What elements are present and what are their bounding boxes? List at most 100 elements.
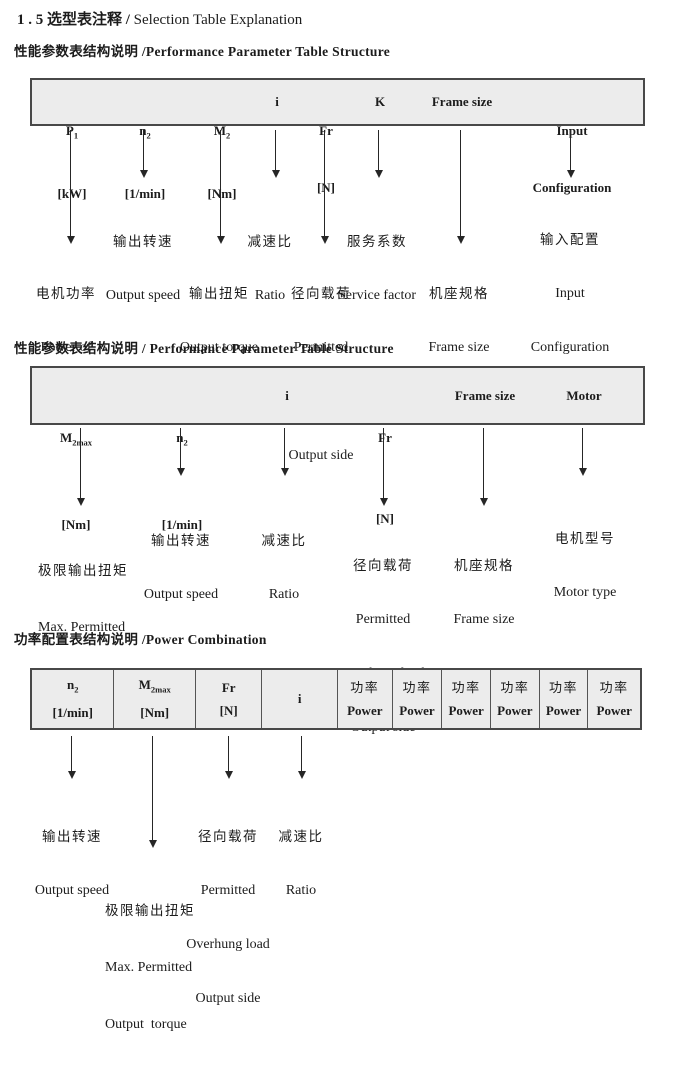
col-header-m2max-unit: [Nm] (140, 704, 170, 720)
callout-line-zh: 减速比 (278, 829, 324, 844)
section3-table: n2 [1/min] M2max [Nm] Fr [N] i 功率 Power … (30, 668, 642, 730)
callout-input-configuration: 输入配置 Input Configuration (531, 195, 610, 393)
arrow-m2max (76, 428, 85, 506)
col-header-power-4: 功率 Power (491, 670, 540, 728)
col-header-n2: n2 [1/min] (162, 370, 202, 592)
col-header-n2-symbol: n2 (162, 424, 202, 457)
callout-line-zh: 输出转速 (41, 829, 102, 844)
arrow-p1 (66, 130, 75, 244)
m2-symbol: M (214, 123, 226, 138)
n2-symbol: n (66, 677, 75, 693)
callout-line-en: Output side (195, 991, 261, 1006)
section1-heading: 性能参数表结构说明 /Performance Parameter Table S… (14, 44, 391, 59)
callout-line-zh: 输入配置 (539, 232, 600, 247)
arrow-m2max (148, 736, 157, 848)
arrow-n2 (176, 428, 185, 476)
col-header-power-2: 功率 Power (393, 670, 443, 728)
arrow-motor (578, 428, 587, 476)
col-header-p1-unit: [kW] (57, 185, 87, 201)
n2-subscript: 2 (183, 437, 188, 448)
col-header-n2: n2 [1/min] (125, 83, 165, 241)
power-label-zh: 功率 (599, 679, 629, 695)
callout-line-zh: 输出扭矩 (189, 286, 249, 301)
col-header-i: i (275, 94, 279, 109)
callout-overhung-load: 径向载荷 Permitted Overhung load Output side (341, 521, 425, 773)
col-header-fr-unit: [N] (219, 702, 238, 718)
col-header-fr: Fr [N] (375, 370, 395, 586)
input-config-line1: Input (556, 123, 588, 138)
m2max-symbol: M (138, 677, 151, 693)
col-header-m2max: M2max [Nm] (60, 370, 92, 592)
callout-line-en: Overhung load (186, 937, 270, 952)
m2max-symbol: M (59, 430, 73, 445)
callout-line-en: Ratio (285, 883, 317, 898)
callout-line-en: Output speed (34, 883, 110, 898)
col-header-p1-symbol: P1 (58, 121, 87, 146)
p1-subscript: 1 (73, 130, 79, 141)
callout-line-en: Input (555, 286, 585, 301)
callout-line-en: Ratio (254, 288, 286, 303)
col-header-n2: n2 [1/min] (32, 670, 115, 728)
col-header-fr-unit: [N] (316, 180, 336, 195)
page-title-number: 1 . 5 选型表注释 / (17, 12, 134, 28)
callout-line-zh: 径向载荷 (198, 829, 258, 844)
arrow-input-configuration (566, 130, 575, 178)
input-config-line2: Configuration (532, 180, 612, 195)
callout-service-factor: 服务系数 Service factor (338, 197, 416, 341)
col-header-frame-size: Frame size (454, 388, 516, 403)
col-header-m2max-symbol: M2max (60, 424, 92, 457)
col-header-power-5: 功率 Power (540, 670, 589, 728)
col-header-i: i (262, 670, 338, 728)
col-header-m2max-symbol: M2max (139, 678, 171, 697)
section1-table: P1 [kW] n2 [1/min] M2 [Nm] i Fr [N] K Fr… (30, 78, 645, 201)
power-label-en: Power (448, 702, 484, 718)
callout-line-en: Configuration (530, 340, 610, 355)
col-header-n2-unit: [1/min] (161, 516, 203, 532)
callout-line-zh: 电机型号 (554, 531, 615, 546)
arrow-n2 (139, 130, 148, 178)
callout-output-speed: 输出转速 Output speed (144, 496, 218, 640)
arrow-fr (320, 130, 329, 244)
col-header-m2max: M2max [Nm] (114, 670, 196, 728)
power-label-en: Power (596, 702, 632, 718)
arrow-fr (224, 736, 233, 779)
callout-output-torque: 输出扭矩 Output torque (180, 249, 258, 393)
callout-line-en: Permitted (293, 340, 349, 355)
fr-symbol: Fr (319, 123, 333, 138)
col-header-power-3: 功率 Power (442, 670, 491, 728)
m2max-subscript: 2max (72, 437, 93, 448)
callout-line-zh: 减速比 (261, 533, 307, 548)
callout-line-en: Permitted (200, 883, 256, 898)
fr-symbol: Fr (378, 430, 392, 445)
callout-output-speed: 输出转速 Output speed (106, 197, 180, 341)
col-header-power-1: 功率 Power (338, 670, 393, 728)
callout-line-en: Output torque (105, 1017, 187, 1032)
callout-output-speed: 输出转速 Output speed (35, 792, 109, 936)
section2-table: M2max [Nm] n2 [1/min] i Fr [N] Frame siz… (30, 366, 645, 532)
callout-ratio: 减速比 Ratio (279, 792, 324, 936)
callout-line-zh: 极限输出扭矩 (105, 903, 195, 918)
callout-line-en: Permitted (355, 612, 411, 627)
power-label-zh: 功率 (350, 679, 380, 695)
callout-line-zh: 服务系数 (347, 234, 407, 249)
power-label-en: Power (347, 702, 383, 718)
section3-heading: 功率配置表结构说明 /Power Combination (14, 632, 267, 647)
callout-line-zh: 径向载荷 (353, 558, 413, 573)
callout-ratio: 减速比 Ratio (248, 197, 293, 341)
power-label-en: Power (497, 702, 533, 718)
section2-heading: 性能参数表结构说明 / Performance Parameter Table … (14, 341, 394, 356)
callout-line-en: Ratio (268, 587, 300, 602)
arrow-frame-size (456, 130, 465, 244)
p1-symbol: P (66, 123, 74, 138)
col-header-i: i (285, 388, 289, 403)
callout-line-en: Frame size (453, 612, 515, 627)
col-header-k: K (374, 94, 386, 109)
col-header-m2: M2 [Nm] (208, 83, 237, 241)
col-header-input-configuration: Input Configuration (533, 83, 612, 235)
power-label-zh: 功率 (402, 679, 432, 695)
callout-frame-size: 机座规格 Frame size (428, 249, 489, 393)
page-title-en: Selection Table Explanation (133, 12, 303, 28)
n2-symbol: n (139, 123, 146, 138)
power-label-zh: 功率 (549, 679, 579, 695)
callout-line-zh: 机座规格 (454, 558, 514, 573)
